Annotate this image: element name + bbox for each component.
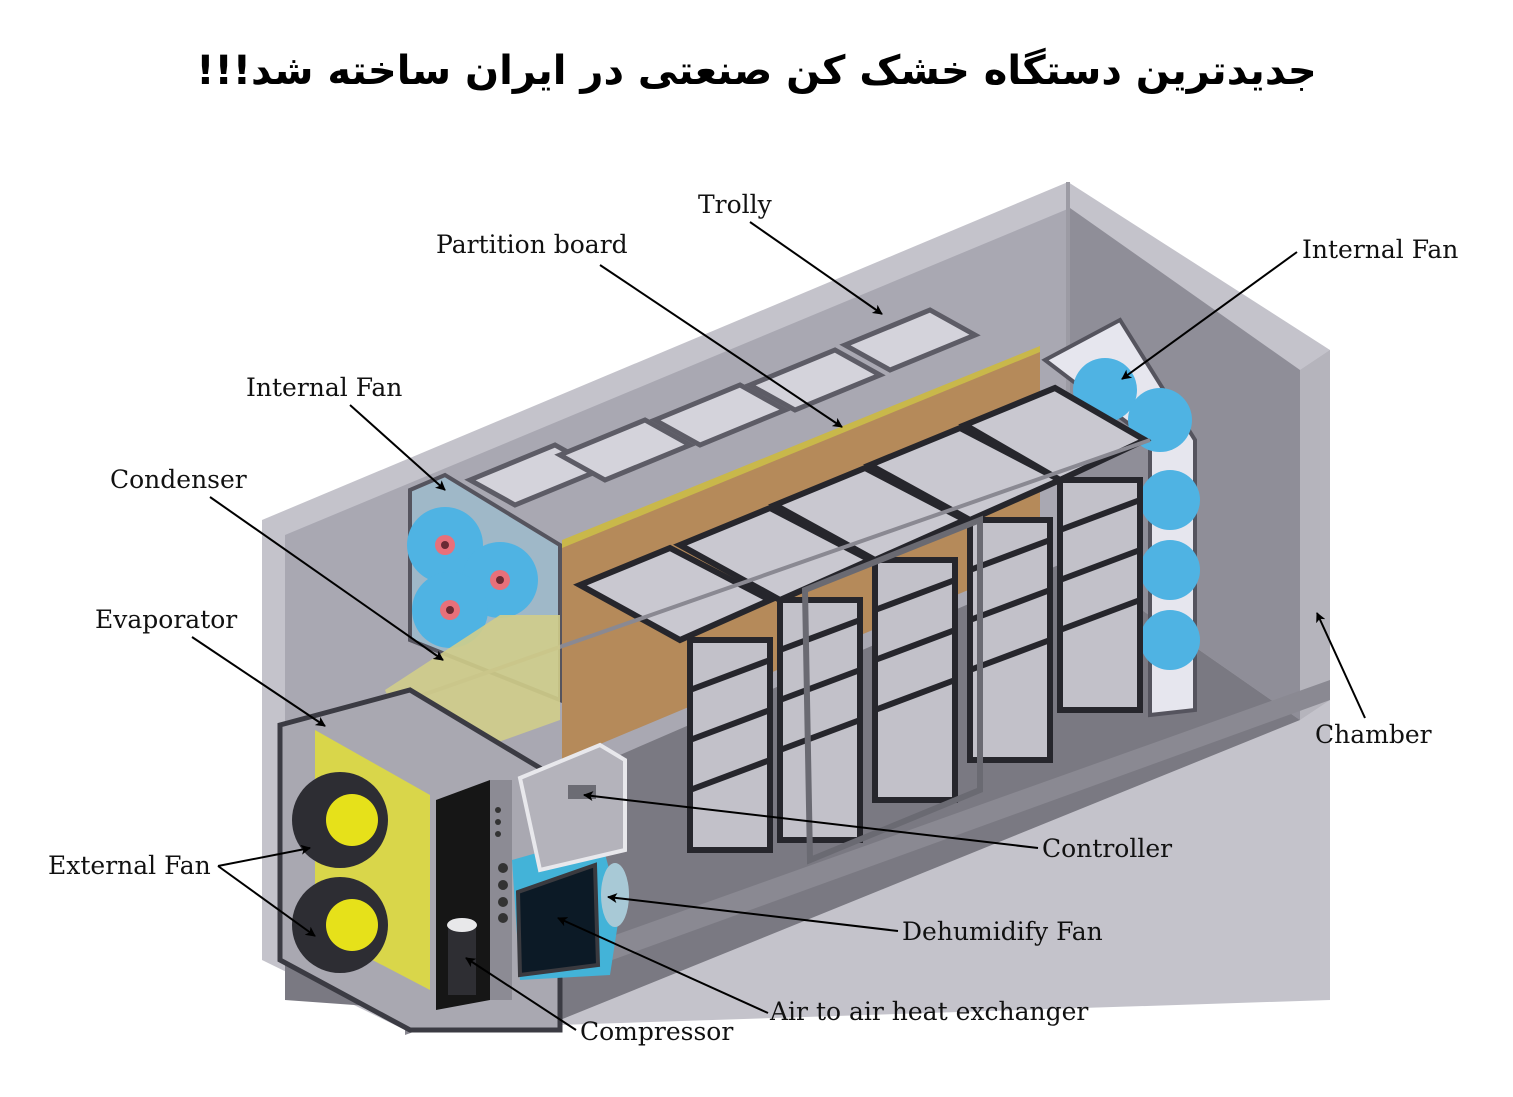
label-air-to-air-heat-exchanger: Air to air heat exchanger	[770, 997, 1089, 1026]
label-evaporator: Evaporator	[95, 605, 238, 634]
chamber-door	[801, 515, 983, 865]
page-title: جدیدترین دستگاه خشک کن صنعتی در ایران سا…	[196, 48, 1317, 94]
compressor	[447, 918, 477, 995]
leader-lines	[191, 221, 1366, 1031]
label-chamber: Chamber	[1315, 720, 1432, 749]
dehumidify-fan	[601, 863, 629, 927]
external-fan-top	[292, 772, 388, 868]
label-condenser: Condenser	[110, 465, 247, 494]
label-trolly: Trolly	[698, 190, 772, 219]
label-external-fan: External Fan	[48, 851, 211, 880]
external-fan-bottom	[292, 877, 388, 973]
label-compressor: Compressor	[580, 1017, 734, 1046]
label-internal-fan-left: Internal Fan	[246, 373, 403, 402]
label-controller: Controller	[1042, 834, 1173, 863]
trolly-back-row	[464, 307, 981, 508]
label-dehumidify-fan: Dehumidify Fan	[902, 917, 1103, 946]
label-internal-fan-right: Internal Fan	[1302, 235, 1459, 264]
label-partition-board: Partition board	[436, 230, 628, 259]
